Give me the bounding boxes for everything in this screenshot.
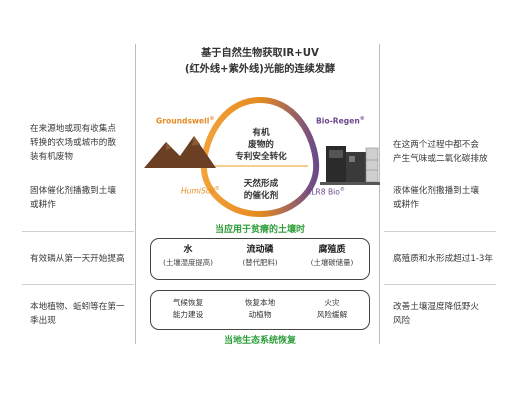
left-divider-2 [22, 284, 134, 285]
soil-outcomes-box: 水 (土壤湿度提高) 流动磷 (替代肥料) 腐殖质 (土壤碳储量) [150, 238, 370, 280]
xlr8-bio-label: XLR8 Bio® [306, 187, 345, 197]
outcome-humus: 腐殖质 (土壤碳储量) [310, 245, 354, 267]
bioreactor-icon [320, 146, 380, 185]
right-column-border [379, 44, 380, 344]
right-divider-1 [384, 231, 496, 232]
left-text-phosphorus: 有效磷从第一天开始提高 [30, 254, 125, 264]
core-catalyst-text: 天然形成 的催化剂 [243, 179, 279, 201]
right-divider-2 [384, 284, 496, 285]
left-divider-1 [22, 231, 134, 232]
left-text-native-plants: 本地植物、蚯蚓等在第一 季出现 [30, 302, 125, 326]
outcome-water: 水 (土壤湿度提高) [162, 245, 214, 267]
right-text-no-odor: 在这两个过程中都不会 产生气味或二氧化碳排放 [393, 140, 488, 164]
soil-pile-icon [144, 136, 216, 168]
ecosystem-benefits-box: 气候恢复 能力建设 恢复本地 动植物 火灾 风险缓解 [150, 290, 370, 330]
right-text-liquid-catalyst: 液体催化剂撒播到土壤 或耕作 [393, 186, 479, 210]
core-conversion-text: 有机 废物的 专利安全转化 [235, 128, 287, 162]
process-graphic [144, 96, 380, 218]
benefit-fire-risk: 火灾 风险缓解 [316, 298, 348, 319]
right-text-humus: 腐殖质和水形成超过1-3年 [393, 254, 493, 264]
poor-soil-label: 当应用于贫瘠的土壤时 [214, 225, 305, 235]
benefit-native-species: 恢复本地 动植物 [244, 298, 276, 319]
humisoil-label: HumiSoil® [181, 186, 220, 196]
outcome-phosphorus: 流动磷 (替代肥料) [242, 245, 278, 267]
left-text-organic-waste: 在来源地或现有收集点 转换的农场或城市的散 装有机废物 [30, 124, 116, 162]
benefit-climate-resilience: 气候恢复 能力建设 [172, 298, 204, 319]
process-ring [200, 96, 320, 218]
left-column-border [135, 44, 136, 344]
groundswell-label: Groundswell® [156, 116, 215, 126]
ecosystem-recovery-label: 当地生态系统恢复 [223, 336, 296, 346]
right-text-wildfire: 改善土壤湿度降低野火 风险 [393, 302, 479, 326]
bio-regen-label: Bio-Regen® [316, 116, 365, 126]
left-text-solid-catalyst: 固体催化剂播撒到土壤 或耕作 [30, 186, 116, 210]
diagram-title: 基于自然生物获取IR+UV (红外线+紫外线)光能的连续发酵 [184, 48, 336, 75]
